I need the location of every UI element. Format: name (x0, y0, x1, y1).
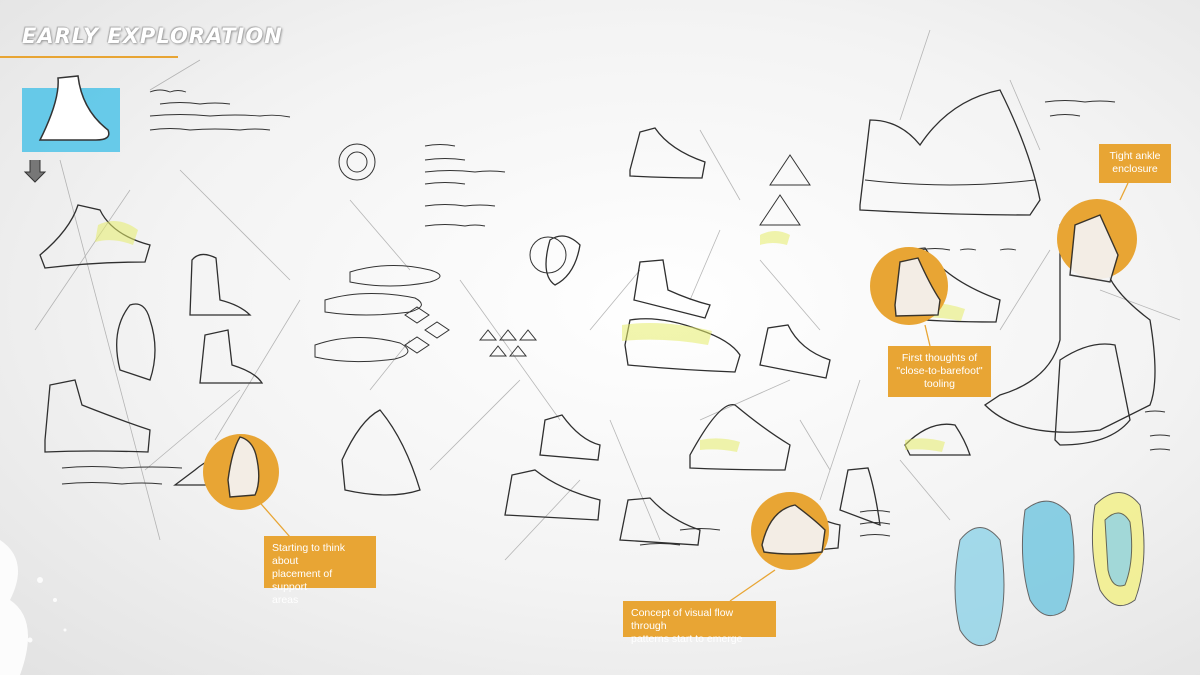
title-underline (0, 56, 178, 58)
callout-ankle-text: Tight ankle enclosure (1109, 150, 1161, 175)
callout-visual-flow: Concept of visual flow through patterns … (623, 601, 776, 645)
callout-barefoot-text: First thoughts of "close-to-barefoot" to… (896, 352, 983, 390)
highlight-circles (203, 199, 1137, 570)
construction-lines (34, 29, 1181, 561)
handwritten-notes (61, 89, 1171, 546)
callout-flow-text: Concept of visual flow through patterns … (631, 607, 743, 645)
foot-marker-sketch (22, 75, 120, 183)
outsole-renders (954, 492, 1145, 647)
callout-ankle-enclosure: Tight ankle enclosure (1099, 144, 1171, 183)
callout-support-text: Starting to think about placement of sup… (272, 542, 345, 606)
outsole-sketches (314, 143, 811, 363)
callout-support-areas: Starting to think about placement of sup… (264, 536, 376, 606)
paint-splatter (0, 540, 67, 675)
highlighted-shoe-sketches (227, 214, 1119, 555)
callout-leaders (254, 182, 1129, 602)
callout-barefoot-tooling: First thoughts of "close-to-barefoot" to… (888, 346, 991, 397)
page-title: EARLY EXPLORATION (22, 24, 283, 48)
